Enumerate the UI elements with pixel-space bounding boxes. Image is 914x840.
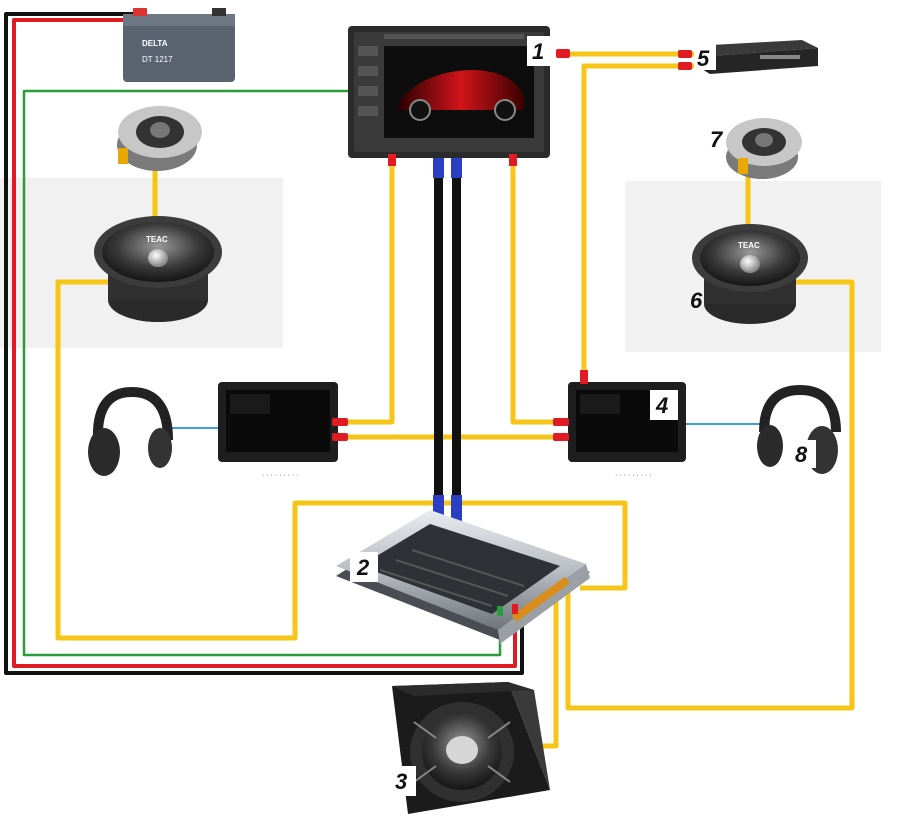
badge-3: 3: [390, 766, 416, 796]
badge-3-label: 3: [395, 769, 407, 794]
rca-plug: [433, 152, 444, 178]
badge-1-label: 1: [532, 39, 544, 64]
badge-2-label: 2: [356, 555, 370, 580]
badge-7: 7: [710, 127, 724, 152]
connector: [388, 154, 396, 166]
left-speaker-brand: TEAC: [146, 235, 168, 244]
connector: [509, 154, 517, 166]
headphone-cables: [170, 423, 770, 429]
ground-wire: [4, 12, 524, 675]
rca-cables: [433, 152, 462, 521]
amplifier-icon: [336, 510, 590, 644]
connector: [553, 418, 569, 426]
connector: [332, 433, 348, 441]
connector: [580, 370, 588, 384]
badge-6: 6: [690, 288, 703, 313]
left-tweeter-icon: [117, 106, 202, 171]
left-monitor-icon: · · · · · · · · ·: [218, 382, 348, 479]
wire-right-speaker-amp: [565, 279, 855, 711]
connector: [332, 418, 348, 426]
badge-5-label: 5: [697, 46, 710, 71]
connector: [678, 50, 692, 58]
monitor-icon: · · · · · · · · ·: [553, 370, 686, 479]
rca-plug: [451, 152, 462, 178]
right-monitor-caption: · · · · · · · · ·: [615, 472, 652, 479]
wire-sub-amp: [542, 600, 559, 749]
battery-brand: DELTA: [142, 39, 168, 48]
badge-8-label: 8: [795, 442, 808, 467]
midrange-speaker-icon: TEAC: [692, 224, 808, 324]
connector: [553, 433, 569, 441]
subwoofer-box-icon: [392, 682, 550, 814]
power-wire: [12, 18, 517, 668]
battery-icon: DELTA DT 1217: [123, 8, 235, 82]
tweeter-icon: [726, 118, 802, 179]
rca-plug: [433, 495, 444, 521]
left-monitor-caption: · · · · · · · · ·: [262, 472, 299, 479]
left-speaker-icon: TEAC: [94, 216, 222, 322]
badge-8: 8: [790, 440, 816, 468]
badge-5: 5: [694, 44, 716, 71]
wire-tuner-monitor4: [581, 63, 694, 372]
badge-4: 4: [650, 390, 678, 420]
head-unit-icon: [348, 26, 570, 166]
left-headphones-icon: [88, 386, 173, 476]
rca-plug: [451, 495, 462, 521]
connector: [556, 49, 570, 58]
badge-6-label: 6: [690, 288, 703, 313]
badge-7-label: 7: [710, 127, 724, 152]
badge-1: 1: [527, 36, 553, 66]
connector: [678, 62, 692, 70]
battery-model: DT 1217: [142, 55, 173, 64]
right-speaker-brand: TEAC: [738, 241, 760, 250]
number-badges: 1 2 3 4 5 6 7 8: [350, 36, 816, 796]
wire-headunit-right-monitor: [510, 163, 556, 425]
badge-4-label: 4: [655, 393, 668, 418]
badge-2: 2: [350, 552, 378, 582]
wire-left-speaker-amp: [55, 279, 628, 641]
connector: [512, 604, 518, 614]
signal-wires: [55, 51, 855, 749]
wire-headunit-left-monitor: [345, 163, 395, 425]
connector: [497, 606, 503, 616]
